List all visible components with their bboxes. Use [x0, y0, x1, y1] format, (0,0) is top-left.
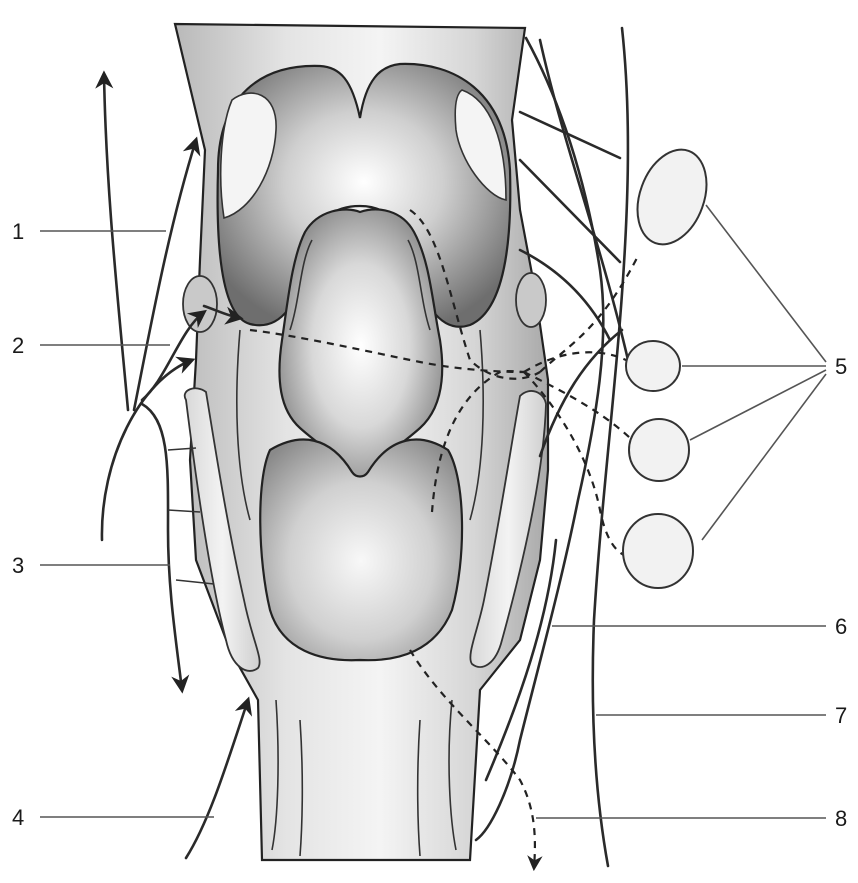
- label-4: 4: [12, 805, 24, 830]
- lymph-node-4: [623, 514, 693, 588]
- label-1: 1: [12, 219, 24, 244]
- lymph-node-1: [625, 140, 719, 254]
- right-cuneiform: [516, 273, 546, 327]
- lymph-nodes: [623, 140, 719, 588]
- label-2: 2: [12, 333, 24, 358]
- label-6: 6: [835, 614, 847, 639]
- label-5: 5: [835, 354, 847, 379]
- lymph-node-3: [629, 419, 689, 481]
- left-cuneiform: [183, 276, 217, 332]
- label-7: 7: [835, 703, 847, 728]
- lymph-node-2: [626, 341, 680, 391]
- label-3: 3: [12, 553, 24, 578]
- label-8: 8: [835, 806, 847, 831]
